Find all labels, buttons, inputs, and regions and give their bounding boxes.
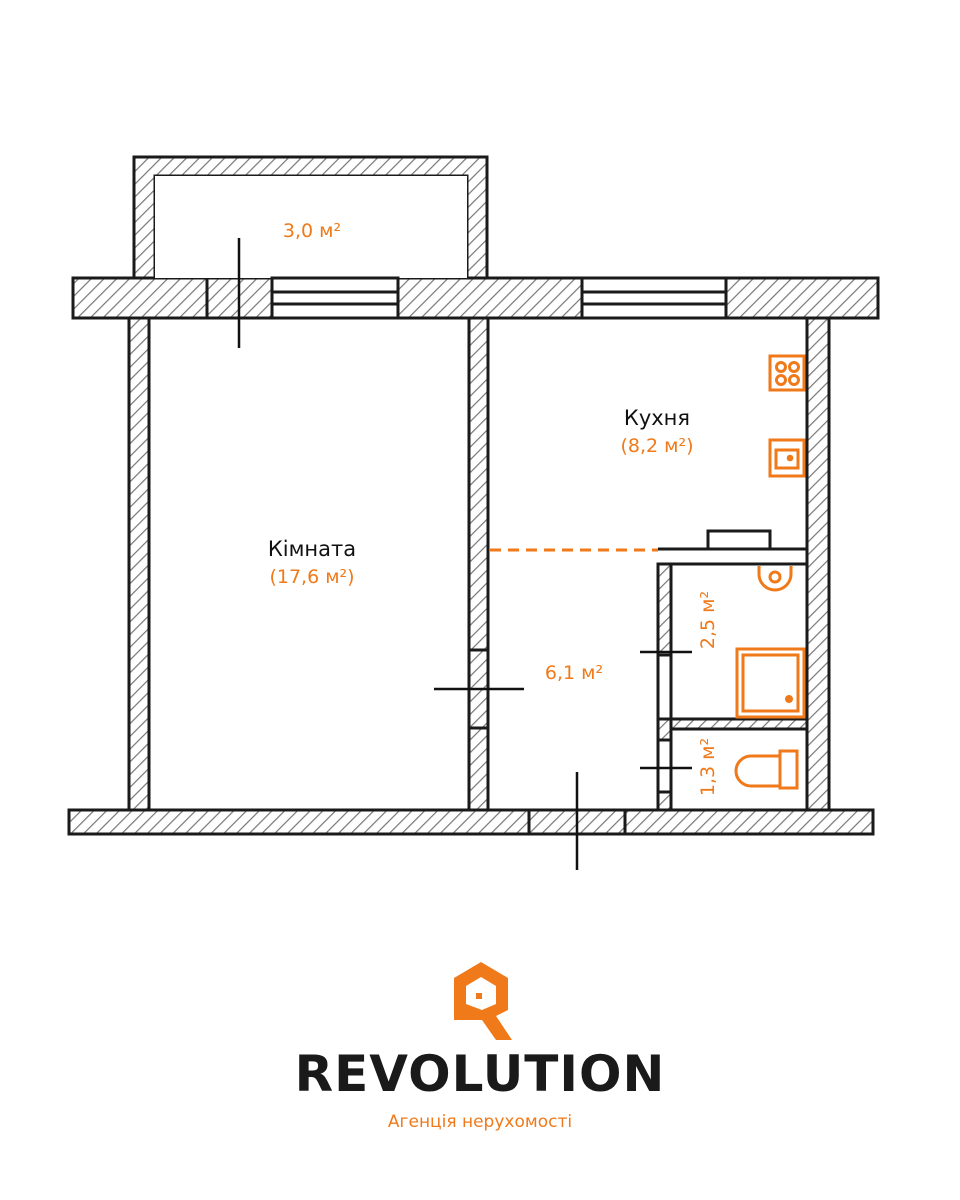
toilet-icon <box>734 749 799 790</box>
kitchen-sink-icon <box>768 438 806 478</box>
shower-tray-icon <box>735 647 806 719</box>
top-wall-right <box>724 276 880 320</box>
right-wall <box>805 316 831 812</box>
windows <box>270 276 728 320</box>
door-markers <box>237 238 692 870</box>
room-floors <box>147 176 809 812</box>
brand-name: REVOLUTION <box>294 1045 666 1103</box>
partition-left-upper <box>467 316 490 652</box>
bottom-wall-left <box>67 808 531 836</box>
bottom-wall-right <box>623 808 875 836</box>
room-area-label: (17,6 м²) <box>269 566 354 588</box>
balcony-area-label: 3,0 м² <box>283 220 341 242</box>
walls <box>67 155 880 836</box>
partition-left-lower <box>467 726 490 812</box>
stove-icon <box>768 354 806 392</box>
top-wall-left <box>71 276 209 320</box>
window-kitchen <box>580 276 728 320</box>
kitchen-name-label: Кухня <box>624 406 690 430</box>
left-wall <box>127 316 151 812</box>
revolution-logo-icon <box>454 962 512 1040</box>
toilet-area-label: 1,3 м² <box>697 738 719 796</box>
hallway-area-label: 6,1 м² <box>545 662 603 684</box>
window-room <box>270 276 400 320</box>
room-name-label: Кімната <box>268 537 356 561</box>
washbasin-icon <box>757 566 793 592</box>
bathroom-area-label: 2,5 м² <box>697 591 719 649</box>
brand-tagline: Агенція нерухомості <box>387 1112 573 1132</box>
top-wall-middle <box>396 276 584 320</box>
kitchen-area-label: (8,2 м²) <box>620 435 693 457</box>
bathroom-walls <box>656 547 809 812</box>
